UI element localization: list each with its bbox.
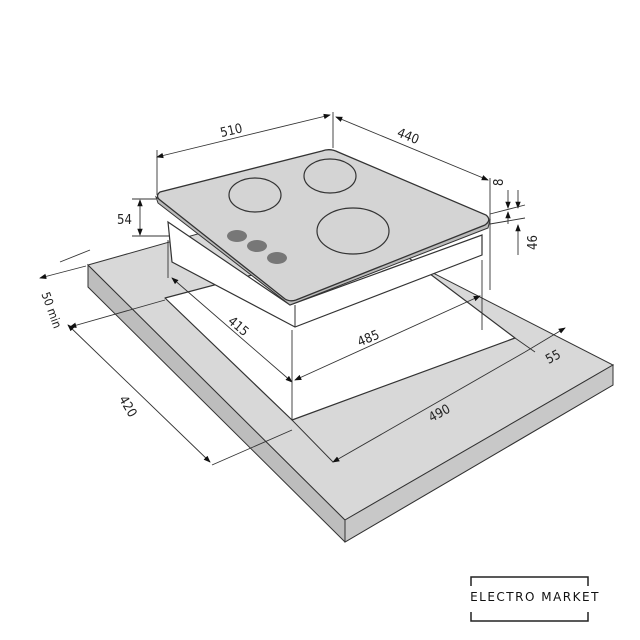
burner-back-left	[228, 177, 282, 213]
countertop-right-side	[344, 364, 614, 543]
dim-54: 54	[117, 213, 132, 228]
knob	[247, 240, 267, 252]
dim-440: 440	[395, 126, 421, 148]
knob	[227, 230, 247, 242]
knob	[267, 252, 287, 264]
electro-market-logo: ELECTRO MARKET	[470, 576, 600, 626]
dim-46: 46	[526, 235, 541, 250]
burner-front-right	[316, 207, 390, 255]
dim-8: 8	[492, 179, 507, 186]
dim-510: 510	[219, 121, 244, 141]
dim-50min: 50 min	[38, 290, 64, 330]
dim-420: 420	[115, 393, 139, 420]
logo-text: ELECTRO MARKET	[470, 590, 600, 604]
dim-55: 55	[543, 347, 563, 367]
hob-glass-top	[156, 149, 490, 302]
